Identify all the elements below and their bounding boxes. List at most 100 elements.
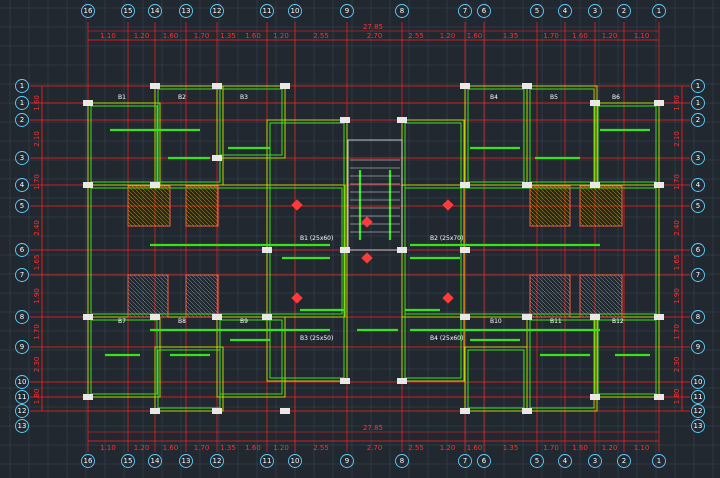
hatch-line xyxy=(207,274,219,286)
hatch-line xyxy=(579,296,601,318)
hatch-line xyxy=(127,221,133,227)
dimension-segment-label: 1.60 xyxy=(245,444,261,452)
hatch-line xyxy=(529,197,559,227)
hatch-line xyxy=(213,185,219,191)
hatch-line xyxy=(603,185,623,205)
beam-outline xyxy=(529,88,595,183)
hatch-line xyxy=(551,274,571,294)
hatch-line xyxy=(529,221,535,227)
axis-bubble xyxy=(395,454,409,468)
hatch-line xyxy=(161,274,169,282)
axis-bubble-label: 10 xyxy=(694,378,703,386)
hatch-line xyxy=(197,185,219,207)
dimension-segment-label: 1.60 xyxy=(673,95,681,111)
beam-outline xyxy=(529,319,595,409)
axis-bubble xyxy=(691,340,705,354)
hatch-line xyxy=(127,185,169,227)
wall-outline xyxy=(594,316,660,398)
wall-outline xyxy=(526,85,598,186)
axis-bubble xyxy=(617,4,631,18)
hatch-line xyxy=(189,185,219,215)
hatch-line xyxy=(139,185,171,217)
beam-label: B3 xyxy=(240,94,248,101)
hatch-line xyxy=(529,213,543,227)
dimension-segment-label: 1.20 xyxy=(440,444,456,452)
dimension-segment-label: 1.70 xyxy=(673,324,681,340)
axis-bubble xyxy=(477,4,491,18)
dimension-segment-label: 1.20 xyxy=(273,32,289,40)
dimension-segment-label: 1.20 xyxy=(134,444,150,452)
axis-bubble xyxy=(652,454,666,468)
dimension-segment-label: 1.90 xyxy=(673,288,681,304)
hatch-line xyxy=(185,304,199,318)
beam-outline xyxy=(467,349,525,409)
axis-bubble-label: 5 xyxy=(535,7,539,15)
hatch-line xyxy=(205,185,219,199)
hatch-line xyxy=(579,276,621,318)
hatch-line xyxy=(617,274,623,280)
hatch-line xyxy=(529,185,571,227)
hatch-line xyxy=(127,209,145,227)
axis-bubble xyxy=(288,4,302,18)
opening-marker xyxy=(442,199,454,211)
dimension-segment-label: 1.60 xyxy=(33,95,41,111)
stair-outline xyxy=(347,139,403,251)
hatch-line xyxy=(579,217,589,227)
dimension-segment-label: 1.60 xyxy=(467,444,483,452)
axis-bubble xyxy=(691,310,705,324)
axis-bubble xyxy=(691,419,705,433)
axis-bubble xyxy=(15,199,29,213)
axis-bubble xyxy=(179,454,193,468)
dimension-segment-label: 2.70 xyxy=(367,32,383,40)
beam-outline xyxy=(467,88,525,183)
hatch-line xyxy=(127,205,149,227)
hatch-line xyxy=(583,185,623,225)
axis-bubble xyxy=(15,151,29,165)
dimension-segment-label: 1.35 xyxy=(220,32,236,40)
hatch-line xyxy=(185,280,219,314)
dimension-segment-label: 1.20 xyxy=(134,32,150,40)
hatch-line xyxy=(127,217,137,227)
hatch-line xyxy=(209,185,219,195)
hatch-line xyxy=(529,189,567,227)
hatch-line xyxy=(127,284,161,318)
opening-marker xyxy=(361,216,373,228)
axis-bubble-label: 13 xyxy=(18,422,27,430)
axis-bubble-label: 5 xyxy=(696,202,700,210)
dimension-segment-label: 1.70 xyxy=(673,174,681,190)
dimension-segment-label: 1.35 xyxy=(503,32,519,40)
axis-bubble-label: 12 xyxy=(213,457,222,465)
hatch-line xyxy=(127,213,141,227)
axis-bubble xyxy=(15,268,29,282)
axis-bubble-label: 8 xyxy=(696,313,700,321)
hatch-line xyxy=(585,274,623,312)
hatch-line xyxy=(547,274,571,298)
axis-bubble xyxy=(15,178,29,192)
hatch-line xyxy=(579,201,605,227)
hatch-line xyxy=(185,300,203,318)
hatch-line xyxy=(543,274,571,302)
column-block xyxy=(397,378,407,384)
hatch-line xyxy=(185,205,207,227)
dimension-segment-label: 2.55 xyxy=(313,444,329,452)
dimension-segment-label: 1.10 xyxy=(634,32,650,40)
hatch-line xyxy=(165,274,169,278)
axis-bubble xyxy=(260,4,274,18)
axis-bubble xyxy=(121,4,135,18)
axis-bubble-label: 3 xyxy=(20,154,24,162)
hatch-line xyxy=(535,274,571,310)
beam-label: B3 (25x50) xyxy=(300,335,333,342)
hatch-line xyxy=(203,274,219,290)
column-block xyxy=(280,83,290,89)
axis-bubble-label: 7 xyxy=(463,7,467,15)
column-block xyxy=(150,408,160,414)
axis-bubble xyxy=(340,454,354,468)
axis-bubble-label: 12 xyxy=(213,7,222,15)
column-block xyxy=(83,100,93,106)
beam-label: B6 xyxy=(612,94,620,101)
hatch-line xyxy=(199,274,219,294)
hatch-line xyxy=(533,185,571,223)
dimension-segment-label: 1.70 xyxy=(33,324,41,340)
hatch-line xyxy=(563,274,571,282)
